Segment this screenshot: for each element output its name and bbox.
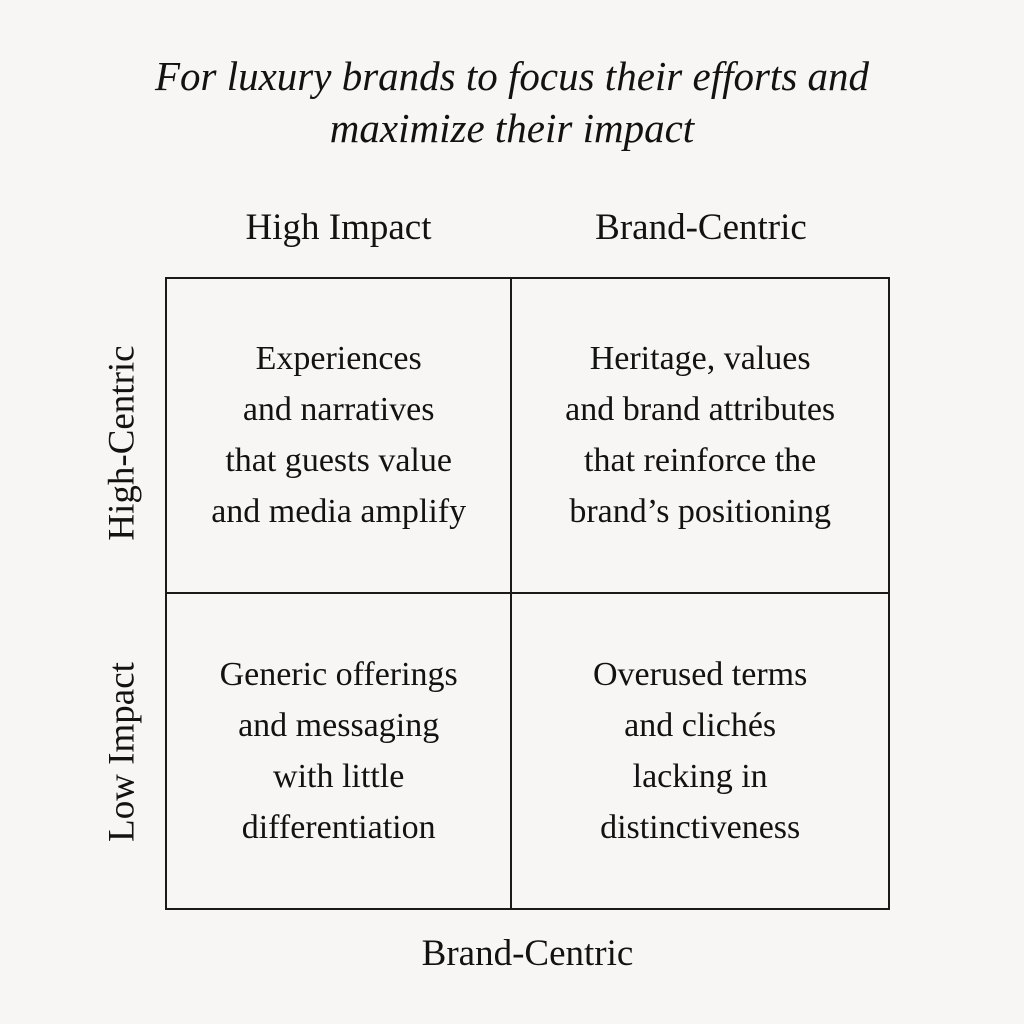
quadrant-top-left: Experiences and narratives that guests v… bbox=[167, 279, 513, 594]
quadrant-bottom-right: Overused terms and clichés lacking in di… bbox=[593, 655, 808, 846]
diagram-title: For luxury brands to focus their efforts… bbox=[154, 53, 870, 152]
top-axis-label-right: Brand-Centric bbox=[595, 207, 807, 248]
quadrant-bottom-left: Generic offerings and messaging with lit… bbox=[167, 593, 513, 908]
top-axis-label-left: High Impact bbox=[245, 207, 432, 248]
left-axis-label-bottom: Low Impact bbox=[101, 662, 143, 842]
quadrant-grid: Experiences and narratives that guests v… bbox=[165, 277, 890, 910]
bottom-axis-label: Brand-Centric bbox=[421, 933, 634, 974]
left-axis-label-top: High-Centric bbox=[101, 345, 143, 541]
quadrant-top-right: Heritage, values and brand attributes th… bbox=[512, 279, 888, 594]
